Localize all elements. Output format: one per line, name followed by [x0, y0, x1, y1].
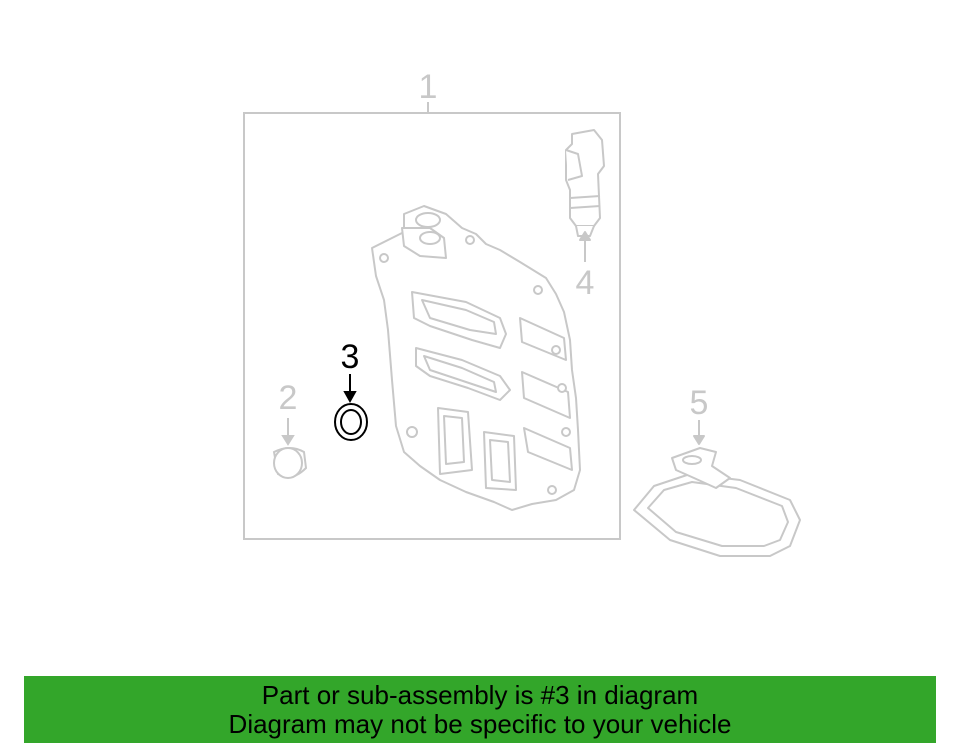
parts-diagram: 1 2 3: [243, 68, 801, 557]
sensor-part[interactable]: [565, 129, 605, 262]
banner-line-2: Diagram may not be specific to your vehi…: [228, 708, 732, 739]
assembly-frame: [243, 102, 621, 540]
callout-1[interactable]: 1: [419, 68, 438, 106]
plug-part[interactable]: [272, 418, 308, 479]
seal-part[interactable]: [334, 374, 368, 441]
callout-2[interactable]: 2: [279, 379, 298, 417]
filter-part[interactable]: [633, 420, 801, 557]
callout-5[interactable]: 5: [690, 384, 709, 422]
oil-pan-part[interactable]: [371, 205, 581, 511]
callout-4[interactable]: 4: [576, 264, 595, 302]
banner-line-1: Part or sub-assembly is #3 in diagram: [261, 679, 699, 710]
info-banner: Part or sub-assembly is #3 in diagram Di…: [24, 676, 936, 743]
callout-3[interactable]: 3: [341, 338, 360, 376]
